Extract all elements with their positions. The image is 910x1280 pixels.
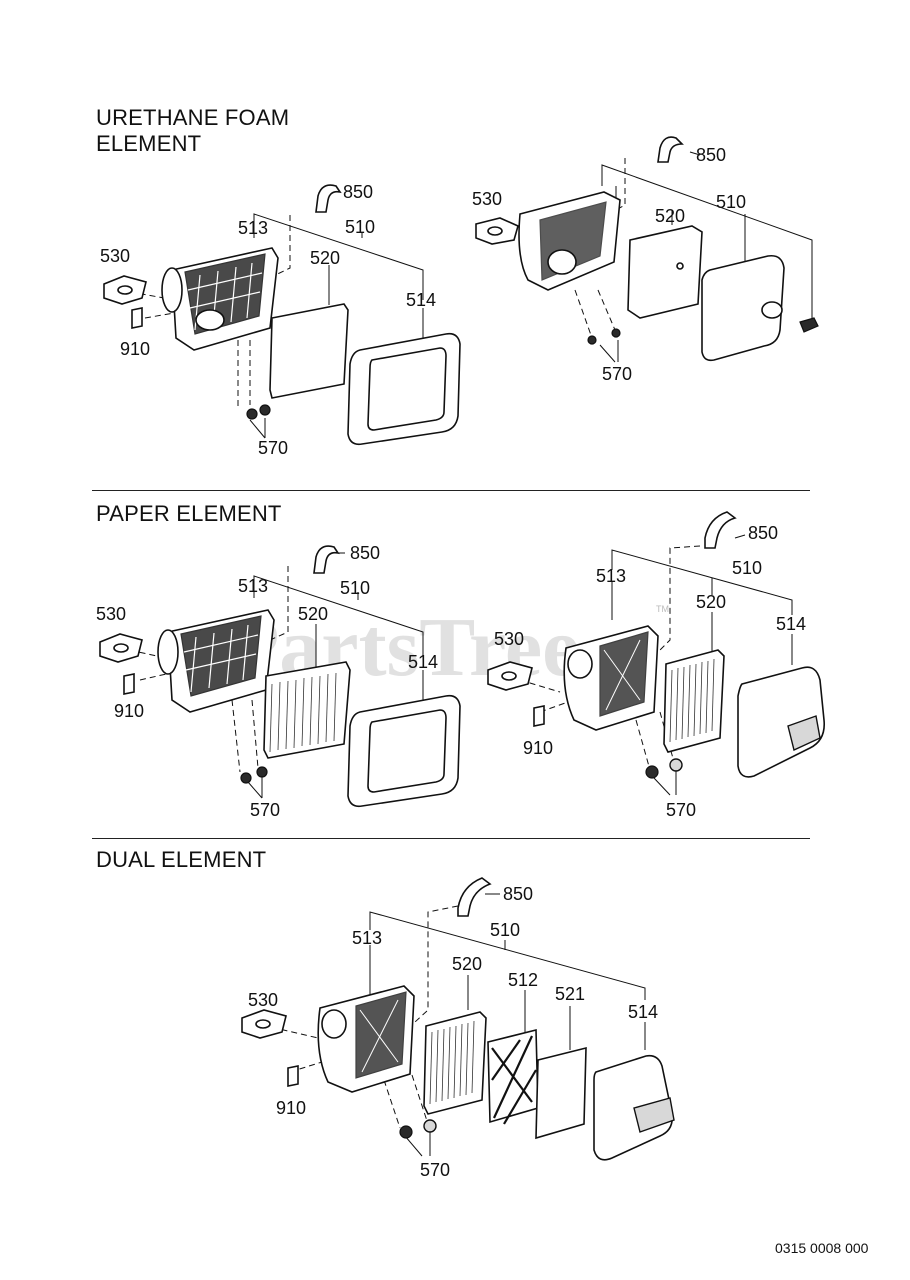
seal-icon	[287, 1065, 299, 1087]
callout-520: 520	[310, 248, 340, 268]
callout-510: 510	[716, 192, 746, 212]
callout-850: 850	[696, 145, 726, 165]
urethane-right-assembly: 850 530 520 510 570	[472, 136, 819, 384]
air-cleaner-cover-icon	[737, 666, 826, 778]
air-cleaner-cover-icon	[701, 254, 785, 362]
callout-514: 514	[406, 290, 436, 310]
air-cleaner-cover-icon	[593, 1054, 674, 1161]
callout-513: 513	[238, 218, 268, 238]
nut-icon	[587, 335, 597, 345]
callout-510: 510	[340, 578, 370, 598]
wing-nut-icon	[799, 317, 819, 333]
callout-570: 570	[420, 1160, 450, 1180]
callout-850: 850	[748, 523, 778, 543]
callout-514: 514	[408, 652, 438, 672]
nut-icon	[256, 766, 268, 778]
callout-510: 510	[732, 558, 762, 578]
callout-910: 910	[523, 738, 553, 758]
callout-530: 530	[494, 629, 524, 649]
foam-element-icon	[627, 225, 703, 319]
callout-530: 530	[96, 604, 126, 624]
section-title-dual: DUAL ELEMENT	[96, 847, 267, 872]
diagram-code: 0315 0008 000	[775, 1240, 869, 1256]
callout-570: 570	[602, 364, 632, 384]
callout-510: 510	[490, 920, 520, 940]
paper-element-icon	[663, 649, 725, 753]
callout-850: 850	[343, 182, 373, 202]
nut-icon	[246, 408, 258, 420]
urethane-left-assembly: 850 513 510 520 530 514 910 570	[100, 182, 461, 458]
callout-521: 521	[555, 984, 585, 1004]
section-divider	[92, 490, 810, 491]
nut-icon	[259, 404, 271, 416]
paper-left-assembly: 850 513 510 520 530 514 910 570	[96, 543, 461, 820]
callout-570: 570	[250, 800, 280, 820]
seal-icon	[123, 673, 135, 695]
seal-icon	[131, 307, 143, 329]
nut-icon	[423, 1119, 437, 1133]
breather-tube-icon	[704, 511, 737, 549]
seal-icon	[533, 705, 545, 727]
callout-513: 513	[596, 566, 626, 586]
section-title-urethane-line1: URETHANE FOAM	[96, 105, 290, 130]
section-title-paper: PAPER ELEMENT	[96, 501, 282, 526]
foam-element-icon	[535, 1046, 587, 1140]
callout-530: 530	[248, 990, 278, 1010]
breather-tube-icon	[457, 877, 492, 917]
breather-tube-icon	[315, 184, 342, 213]
paper-element-icon	[263, 661, 351, 759]
callout-514: 514	[776, 614, 806, 634]
callout-514: 514	[628, 1002, 658, 1022]
trademark-mark: TM	[656, 604, 669, 614]
nut-icon	[399, 1125, 413, 1139]
callout-910: 910	[114, 701, 144, 721]
callout-570: 570	[666, 800, 696, 820]
callout-910: 910	[120, 339, 150, 359]
callout-520: 520	[452, 954, 482, 974]
breather-tube-icon	[313, 545, 340, 574]
section-title-urethane-line2: ELEMENT	[96, 131, 202, 156]
callout-530: 530	[100, 246, 130, 266]
paper-right-assembly: 850 513 510 520 514 530 910 570	[487, 511, 826, 820]
foam-element-icon	[269, 303, 349, 399]
breather-tube-icon	[657, 136, 684, 163]
callout-510: 510	[345, 217, 375, 237]
callout-520: 520	[298, 604, 328, 624]
callout-570: 570	[258, 438, 288, 458]
nut-icon	[645, 765, 659, 779]
callout-513: 513	[352, 928, 382, 948]
nut-icon	[669, 758, 683, 772]
callout-850: 850	[350, 543, 380, 563]
section-divider	[92, 838, 810, 839]
callout-530: 530	[472, 189, 502, 209]
dual-element-assembly: 850 510 513 520 512 521 514 530 910 570	[241, 877, 675, 1180]
callout-520: 520	[696, 592, 726, 612]
callout-520: 520	[655, 206, 685, 226]
nut-icon	[240, 772, 252, 784]
callout-910: 910	[276, 1098, 306, 1118]
callout-513: 513	[238, 576, 268, 596]
nut-icon	[611, 328, 621, 338]
callout-850: 850	[503, 884, 533, 904]
callout-512: 512	[508, 970, 538, 990]
